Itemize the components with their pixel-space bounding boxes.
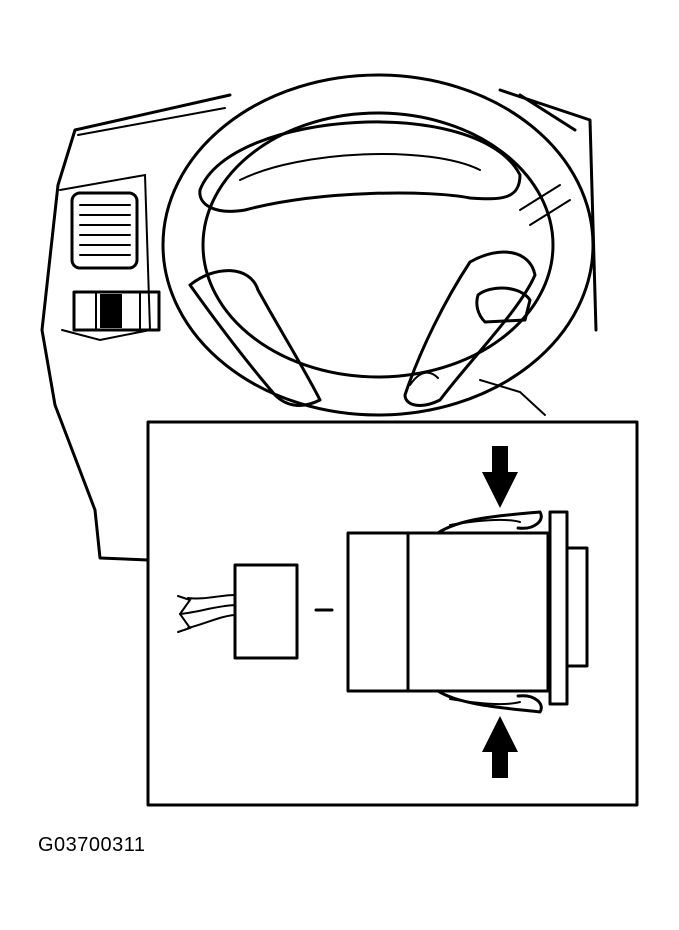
switch-assembly <box>346 510 589 714</box>
wiring-connector <box>177 563 299 660</box>
air-vent <box>70 191 139 270</box>
up-arrow-icon <box>482 716 518 778</box>
lower-retaining-clip <box>436 689 543 714</box>
dashboard-illustration <box>40 73 598 562</box>
highlighted-switch <box>100 294 122 328</box>
figure-id-label: G03700311 <box>38 834 146 856</box>
steering-wheel <box>161 73 595 417</box>
dashboard-trim-line <box>77 107 226 136</box>
down-arrow-icon <box>482 446 518 508</box>
dash-switch-bank <box>72 290 161 332</box>
dashboard-outline <box>40 93 232 562</box>
column-cover <box>479 379 546 416</box>
dashboard-right-outline <box>498 88 598 332</box>
upper-retaining-clip <box>436 510 543 535</box>
detail-inset <box>146 420 639 807</box>
